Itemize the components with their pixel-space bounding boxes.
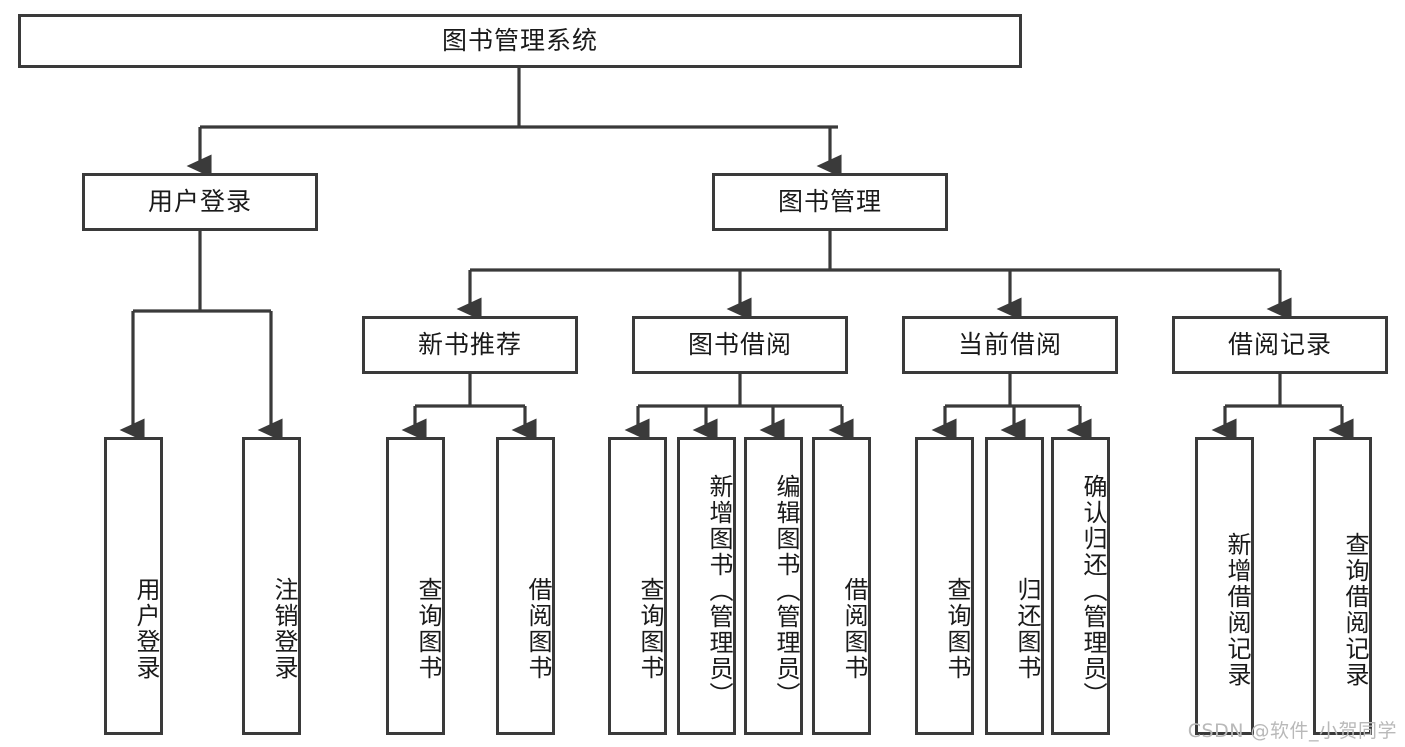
node-user-login-label: 用户登录 xyxy=(147,187,252,217)
node-leaf-query-book-3[interactable]: 查询图书 xyxy=(915,437,974,735)
node-new-book-recommend[interactable]: 新书推荐 xyxy=(362,316,578,374)
node-leaf-query-book-1[interactable]: 查询图书 xyxy=(386,437,445,735)
node-leaf-query-book-2-label: 查询图书 xyxy=(636,577,664,681)
node-leaf-borrow-book-2[interactable]: 借阅图书 xyxy=(812,437,871,735)
node-leaf-add-book-label: 新增图书（管理员） xyxy=(705,474,733,708)
node-leaf-confirm-return-label: 确认归还（管理员） xyxy=(1079,474,1107,708)
node-borrow-record-label: 借阅记录 xyxy=(1227,330,1332,360)
node-leaf-add-record[interactable]: 新增借阅记录 xyxy=(1195,437,1254,735)
node-book-borrow-label: 图书借阅 xyxy=(687,330,792,360)
node-leaf-query-book-3-label: 查询图书 xyxy=(943,577,971,681)
node-leaf-return-book[interactable]: 归还图书 xyxy=(985,437,1044,735)
node-leaf-return-book-label: 归还图书 xyxy=(1013,577,1041,681)
node-leaf-borrow-book-1[interactable]: 借阅图书 xyxy=(496,437,555,735)
node-leaf-logout[interactable]: 注销登录 xyxy=(242,437,301,735)
node-leaf-borrow-book-1-label: 借阅图书 xyxy=(524,577,552,681)
node-leaf-query-book-1-label: 查询图书 xyxy=(414,577,442,681)
node-new-book-recommend-label: 新书推荐 xyxy=(417,330,522,360)
node-leaf-confirm-return[interactable]: 确认归还（管理员） xyxy=(1051,437,1110,735)
node-leaf-query-record-label: 查询借阅记录 xyxy=(1341,532,1369,688)
node-borrow-record[interactable]: 借阅记录 xyxy=(1172,316,1388,374)
node-root-label: 图书管理系统 xyxy=(441,26,598,56)
node-leaf-add-record-label: 新增借阅记录 xyxy=(1223,532,1251,688)
node-leaf-logout-label: 注销登录 xyxy=(270,577,298,681)
node-current-borrow-label: 当前借阅 xyxy=(957,330,1062,360)
watermark-text: CSDN @软件_小贺同学 xyxy=(1187,720,1397,742)
node-leaf-user-login-label: 用户登录 xyxy=(132,577,160,681)
node-user-login[interactable]: 用户登录 xyxy=(82,173,318,231)
node-leaf-add-book[interactable]: 新增图书（管理员） xyxy=(677,437,736,735)
node-leaf-edit-book[interactable]: 编辑图书（管理员） xyxy=(744,437,803,735)
node-leaf-borrow-book-2-label: 借阅图书 xyxy=(840,577,868,681)
node-current-borrow[interactable]: 当前借阅 xyxy=(902,316,1118,374)
node-leaf-user-login[interactable]: 用户登录 xyxy=(104,437,163,735)
node-leaf-query-record[interactable]: 查询借阅记录 xyxy=(1313,437,1372,735)
node-root[interactable]: 图书管理系统 xyxy=(18,14,1022,68)
node-book-borrow[interactable]: 图书借阅 xyxy=(632,316,848,374)
node-book-manage[interactable]: 图书管理 xyxy=(712,173,948,231)
node-book-manage-label: 图书管理 xyxy=(777,187,882,217)
node-leaf-edit-book-label: 编辑图书（管理员） xyxy=(772,474,800,708)
node-leaf-query-book-2[interactable]: 查询图书 xyxy=(608,437,667,735)
